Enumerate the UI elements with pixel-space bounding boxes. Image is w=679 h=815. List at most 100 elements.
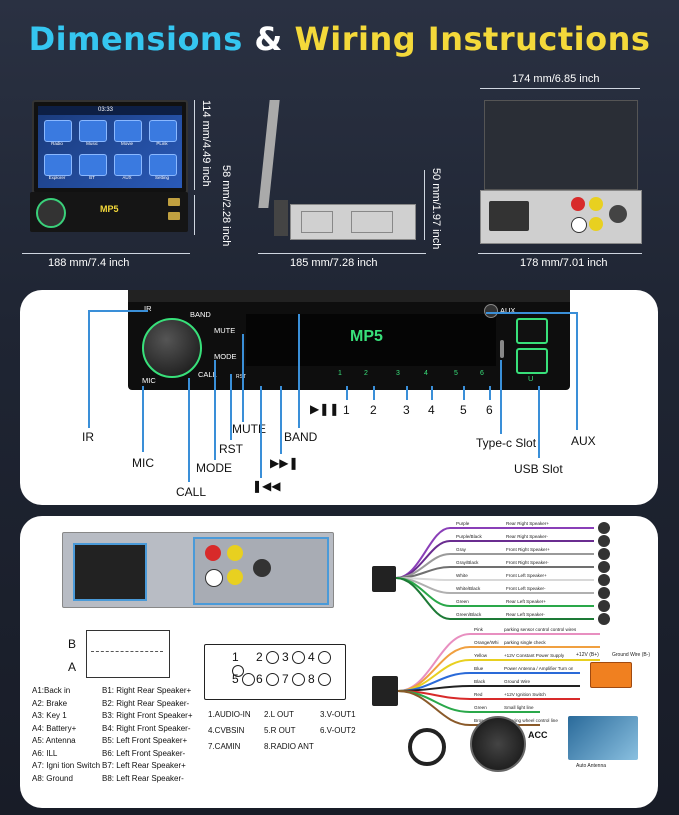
panel-mute[interactable]: MUTE [214, 326, 236, 335]
power-wire-label-6: +12V Ignition Switch [504, 692, 546, 697]
a-pin-2: A2: Brake [32, 698, 68, 708]
rca-antenna-jack [253, 559, 271, 577]
panel-preset-1[interactable]: 1 [338, 370, 342, 377]
auto-antenna-label: Auto Antenna [576, 763, 607, 769]
aux-jack[interactable] [484, 304, 498, 318]
a-pin-7: A7: Igni tion Switch [32, 761, 101, 770]
label-mic: MIC [132, 456, 154, 470]
speaker-icon-1 [598, 522, 610, 534]
speaker-wire-label-5: Front Left Speaker+ [506, 573, 547, 578]
screen-tile-4[interactable] [44, 154, 72, 176]
screen-tile-6[interactable] [114, 154, 142, 176]
speaker-wire-color-3: Gray [456, 547, 466, 552]
volume-knob [36, 198, 66, 228]
label-ir: IR [82, 430, 94, 444]
ignition-icon [470, 716, 526, 772]
a-pin-6: A6: ILL [32, 748, 58, 758]
speaker-wire-4 [395, 566, 594, 579]
power-wire-label-5: Ground Wire [504, 679, 531, 684]
speaker-icon-3 [598, 548, 610, 560]
pin-row-b [91, 635, 163, 652]
acc-label: ACC [528, 730, 548, 740]
screen-tile-label: Setting [154, 175, 169, 180]
screen-height-line [194, 100, 195, 190]
label-prev: ❚◀◀ [252, 479, 281, 493]
speaker-wire-color-5: White [456, 573, 468, 578]
side-height-text: 50 mm/1.97 inch [430, 168, 442, 250]
row-b-label: B [68, 637, 77, 651]
callout-mute [242, 334, 244, 422]
panel-preset-2[interactable]: 2 [364, 370, 368, 377]
usb-port-2[interactable] [516, 348, 548, 374]
label-preset-2: 2 [370, 403, 377, 417]
battery-icon [590, 662, 632, 688]
speaker-wire-5 [395, 577, 594, 581]
power-wire-color-2: Orange/Whi [474, 640, 499, 645]
callout-usb [538, 386, 540, 458]
back-panel [480, 190, 642, 244]
panel-preset-4[interactable]: 4 [424, 370, 428, 377]
label-mute: MUTE [232, 422, 266, 436]
screen-tile-3[interactable] [149, 120, 177, 142]
speaker-wire-color-7: Green [456, 599, 469, 604]
speaker-wire-color-6: White/Black [456, 586, 481, 591]
screen-tile-0[interactable] [44, 120, 72, 142]
side-vent [301, 211, 333, 233]
callout-typec [500, 360, 502, 434]
rca-number-7: 7 [282, 672, 289, 686]
back-rca-white [571, 217, 587, 233]
rca-number-3: 3 [282, 650, 289, 664]
b-pin-6: B6: Left Front Speaker- [102, 748, 186, 758]
panel-preset-3[interactable]: 3 [396, 370, 400, 377]
back-rca-yellow [589, 197, 603, 211]
callout-preset-5 [463, 386, 465, 400]
b-pin-5: B5: Left Front Speaker+ [102, 736, 188, 745]
screen-clock: 03:33 [98, 107, 114, 113]
callout-ir-v [88, 310, 90, 428]
side-screen-edge [258, 100, 280, 208]
panel-ir: IR [144, 304, 152, 313]
front-mp5: MP5 [100, 204, 119, 214]
panel-mode[interactable]: MODE [214, 352, 237, 361]
title-dimensions: Dimensions [28, 20, 243, 58]
callout-ir-h [88, 310, 148, 312]
typec-port[interactable] [500, 340, 504, 358]
panel-preset-6[interactable]: 6 [480, 370, 484, 377]
lcd-mp5: MP5 [350, 328, 383, 345]
panel-band[interactable]: BAND [190, 310, 211, 319]
screen-tile-1[interactable] [79, 120, 107, 142]
battery-plus-label: +12V (B+) [576, 652, 599, 658]
power-wire-color-7: Green [474, 705, 487, 710]
page-title: Dimensions & Wiring Instructions [0, 20, 679, 58]
rca-number-4: 4 [308, 650, 315, 664]
screen-tile-label: Radio [51, 141, 63, 146]
screen-tile-7[interactable] [149, 154, 177, 176]
callout-aux-v [576, 312, 578, 430]
rca-jack-yellow [227, 545, 243, 561]
label-rst: RST [219, 442, 243, 456]
screen-tile-label: Movie [120, 141, 133, 146]
faceplate-top [128, 290, 570, 302]
callout-preset-1 [346, 386, 348, 400]
label-call: CALL [176, 485, 207, 499]
screen-tile-5[interactable] [79, 154, 107, 176]
power-wire-color-5: Black [474, 679, 486, 684]
power-wire-label-2: parking single check [504, 640, 546, 645]
rca-legend-7: 7.CAMIN [208, 742, 241, 751]
panel-call[interactable]: CALL [198, 370, 217, 379]
usb-port-1[interactable] [516, 318, 548, 344]
speaker-wire-color-8: Green/Black [456, 612, 482, 617]
callout-preset-3 [406, 386, 408, 400]
panel-rst[interactable]: RST [236, 374, 246, 380]
label-play-pause: ▶❚❚ [310, 402, 340, 416]
lower-harness [372, 676, 398, 706]
screen-tile-2[interactable] [114, 120, 142, 142]
panel-preset-5[interactable]: 5 [454, 370, 458, 377]
screen-tile-label: AUX [122, 175, 132, 180]
rca-circle-8 [318, 673, 331, 686]
